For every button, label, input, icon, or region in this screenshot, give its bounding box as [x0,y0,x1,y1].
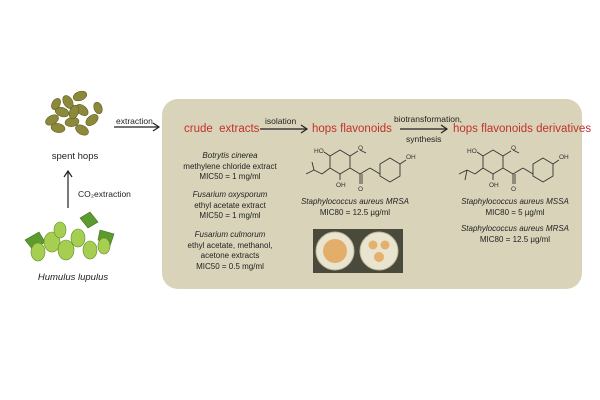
co2-extraction-label: CO₂extraction [78,189,131,199]
isolation-arrow [260,124,309,134]
organism-name: Fusarium culmorum [194,230,266,239]
synthesis-label: synthesis [406,134,442,144]
spent-hops-pellets-image [45,90,103,136]
o-carbonyl-label: O [358,186,363,193]
organism-name: Botrytis cinerea [202,151,258,160]
derivative-activity-mssa: Staphylococcus aureus MSSA MIC80 = 5 µg/… [455,197,575,218]
isolation-label: isolation [265,116,297,126]
organism-name: Staphylococcus aureus MRSA [460,224,570,233]
mic-value: MIC80 = 5 µg/ml [485,207,545,217]
crude-extract-botrytis: Botrytis cinerea methylene chloride extr… [182,151,278,183]
flavonoid-activity: Staphylococcus aureus MRSA MIC80 = 12.5 … [300,197,410,218]
crude-extracts-header: crude extracts [184,123,260,135]
extraction-arrow [114,122,161,132]
derivative-activity-mrsa: Staphylococcus aureus MRSA MIC80 = 12.5 … [455,224,575,245]
extract-description: ethyl acetate extract [194,200,266,210]
xanthohumol-structure: HO O OH O OH [305,145,416,193]
extract-description-2: acetone extracts [200,251,260,260]
ho-label: HO [467,148,477,155]
derivative-structure: HO O OH O OH [458,145,569,193]
extract-description: ethyl acetate, methanol, [187,240,273,250]
crude-extract-fusarium-culmorum: Fusarium culmorum ethyl acetate, methano… [182,230,278,272]
mic-value: MIC50 = 1 mg/ml [199,211,261,220]
biotransformation-label: biotransformation, [394,114,463,124]
ho-label: HO [314,148,324,155]
hops-flavonoids-header: hops flavonoids [312,123,392,135]
mic-value: MIC50 = 0.5 mg/ml [196,261,264,271]
humulus-lupulus-label: Humulus lupulus [37,272,109,283]
spent-hops-label: spent hops [51,151,99,162]
extract-description: methylene chloride extract [183,161,277,171]
o-carbonyl-label: O [511,186,516,193]
hops-flavonoids-derivatives-header: hops flavonoids derivatives [453,123,592,135]
o-methoxy-label: O [511,145,516,152]
oh-b-ring-label: OH [406,154,416,161]
mic-value: MIC80 = 12.5 µg/ml [479,234,551,244]
oh-label: OH [336,182,346,189]
petri-dishes-image [313,229,403,273]
organism-name: Staphylococcus aureus MRSA [300,197,410,206]
mic-value: MIC50 = 1 mg/ml [199,172,261,181]
mic-value: MIC80 = 12.5 µg/ml [319,207,391,217]
co2-extraction-arrow [63,169,73,208]
crude-extract-fusarium-oxysporum: Fusarium oxysporum ethyl acetate extract… [182,190,278,222]
oh-b-ring-label: OH [559,154,569,161]
o-methoxy-label: O [358,145,363,152]
organism-name: Fusarium oxysporum [192,190,268,199]
organism-name: Staphylococcus aureus MSSA [461,197,569,206]
humulus-lupulus-image [24,211,115,262]
extraction-label: extraction [116,116,153,126]
biotransformation-arrow [400,124,449,134]
oh-label: OH [489,182,499,189]
